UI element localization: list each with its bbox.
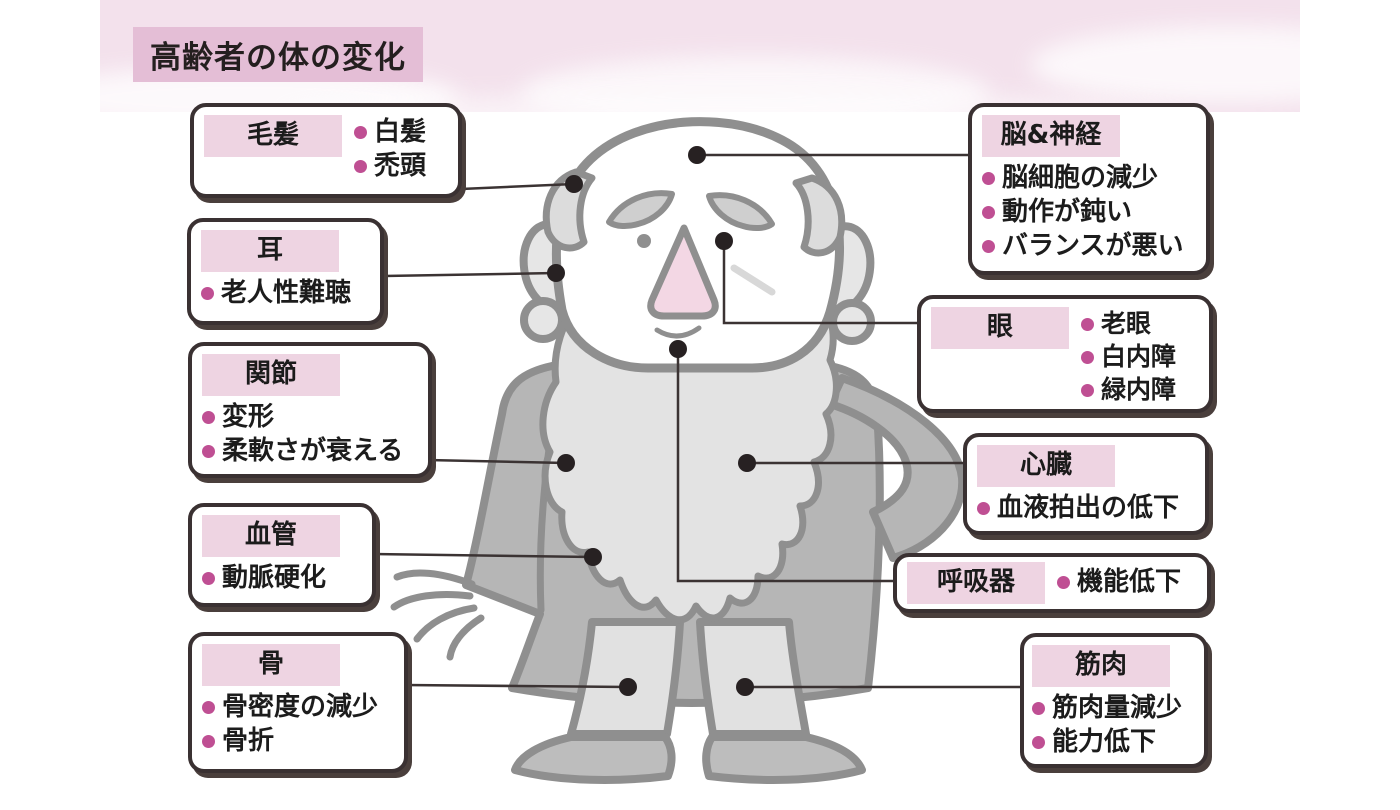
info-box-ear: 耳 老人性難聴: [187, 218, 384, 325]
list-item: 変形: [202, 401, 418, 434]
bullet-icon: [982, 240, 995, 254]
bullet-icon: [1057, 576, 1070, 590]
info-box-vessel: 血管 動脈硬化: [188, 503, 376, 607]
page-title: 高齢者の体の変化: [133, 27, 423, 82]
bullet-icon: [202, 735, 215, 749]
box-label: 骨: [202, 644, 340, 686]
box-label: 筋肉: [1032, 645, 1170, 687]
bullet-icon: [202, 700, 215, 714]
box-label: 関節: [202, 354, 340, 396]
face: [551, 117, 844, 373]
list-item: 動作が鈍い: [982, 196, 1196, 229]
hand: [390, 569, 485, 661]
bullet-icon: [1032, 701, 1045, 715]
nose: [647, 224, 719, 320]
bullet-icon: [1081, 317, 1094, 331]
bullet-icon: [982, 171, 995, 185]
connector-bone: [403, 683, 629, 689]
eyebrow-right: [706, 192, 775, 232]
box-label: 脳&神経: [982, 115, 1120, 157]
info-box-bone: 骨 骨密度の減少 骨折: [188, 632, 408, 773]
bullet-icon: [202, 410, 215, 424]
box-label: 呼吸器: [907, 562, 1045, 604]
list-item: 白内障: [1081, 341, 1176, 373]
info-box-respiratory: 呼吸器 機能低下: [893, 553, 1211, 613]
right-shoe: [702, 733, 866, 784]
left-leg: [567, 618, 684, 738]
list-item: 柔軟さが衰える: [202, 435, 418, 468]
list-item: 能力低下: [1032, 726, 1196, 759]
list-item: 機能低下: [1057, 566, 1181, 599]
bullet-icon: [354, 160, 367, 174]
connector-eye: [722, 241, 917, 325]
connector-hair: [460, 182, 575, 191]
bullet-icon: [982, 206, 995, 220]
bullet-icon: [202, 571, 215, 585]
connector-vessel: [371, 552, 594, 559]
bullet-icon: [202, 445, 215, 459]
bullet-icon: [1081, 383, 1094, 397]
info-box-eye: 眼 老眼 白内障 緑内障: [917, 295, 1213, 413]
connector-lines: [371, 153, 1020, 689]
info-box-heart: 心臓 血液拍出の低下: [963, 433, 1209, 535]
cheek-wrinkle: [730, 264, 776, 296]
list-item: 緑内障: [1081, 374, 1176, 406]
info-box-joint: 関節 変形 柔軟さが衰える: [188, 342, 432, 478]
cloud-decoration: [280, 92, 1180, 112]
hair-tuft-left: [542, 168, 596, 252]
list-item: 老人性難聴: [201, 277, 370, 310]
connector-joint: [426, 458, 567, 465]
info-box-hair: 毛髪 白髪 禿頭: [190, 103, 462, 198]
bullet-icon: [201, 286, 214, 300]
list-item: 筋肉量減少: [1032, 692, 1196, 725]
list-item: バランスが悪い: [982, 230, 1196, 263]
list-item: 白髪: [354, 116, 426, 149]
hair-tuft-right: [792, 174, 846, 257]
box-label: 耳: [201, 230, 339, 272]
box-label: 心臓: [977, 445, 1115, 487]
left-eye: [637, 234, 651, 248]
list-item: 禿頭: [354, 150, 426, 183]
list-item: 動脈硬化: [202, 562, 362, 595]
right-leg: [696, 618, 810, 738]
box-label: 血管: [202, 515, 340, 557]
info-box-brain: 脳&神経 脳細胞の減少 動作が鈍い バランスが悪い: [968, 103, 1210, 275]
box-label: 眼: [931, 307, 1069, 349]
left-shoe: [511, 733, 676, 784]
bullet-icon: [1081, 350, 1094, 364]
connector-respiratory: [676, 349, 893, 583]
mouth: [654, 325, 702, 339]
info-box-muscle: 筋肉 筋肉量減少 能力低下: [1020, 633, 1208, 768]
list-item: 脳細胞の減少: [982, 162, 1196, 195]
bullet-icon: [354, 126, 367, 140]
list-item: 骨折: [202, 725, 394, 758]
box-label: 毛髪: [204, 115, 342, 157]
eyebrow-left: [606, 190, 675, 230]
bullet-icon: [977, 501, 990, 515]
list-item: 血液拍出の低下: [977, 492, 1195, 525]
list-item: 骨密度の減少: [202, 691, 394, 724]
anchor-dots: [547, 146, 756, 696]
list-item: 老眼: [1081, 308, 1176, 340]
connector-ear: [383, 271, 557, 278]
bullet-icon: [1032, 736, 1045, 750]
